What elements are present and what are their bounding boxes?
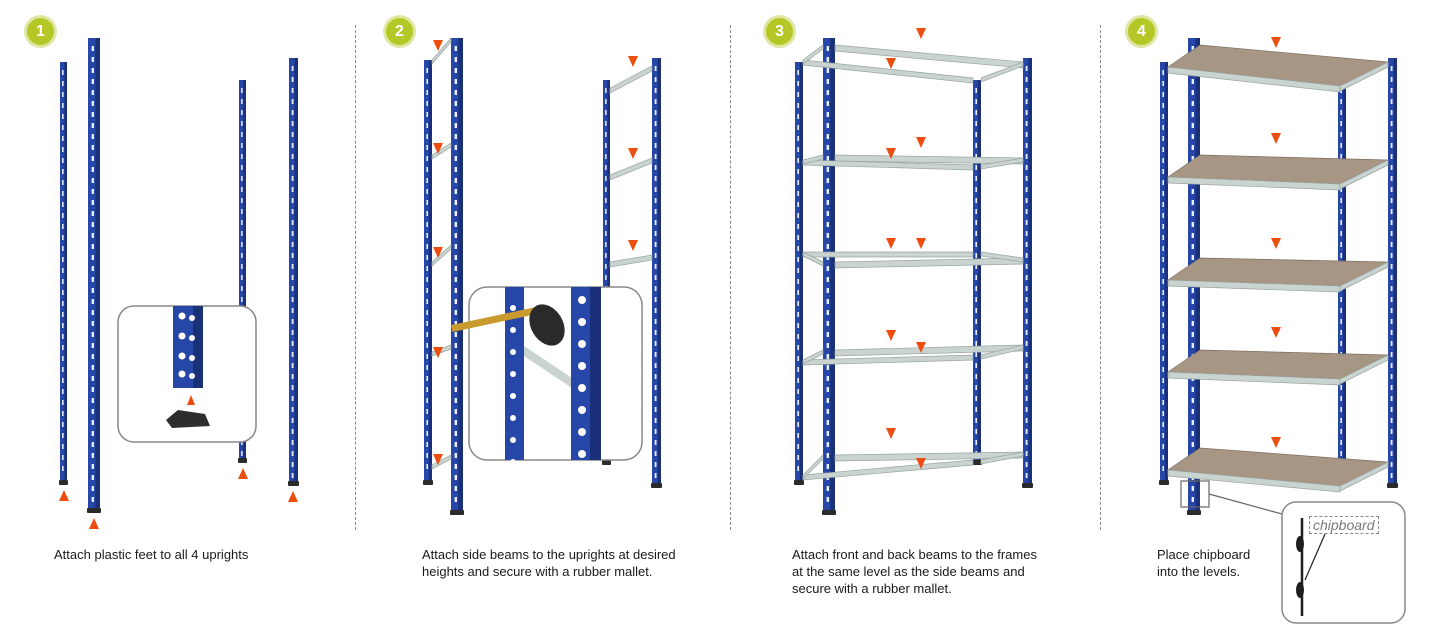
- step2-right-side-beam: [609, 65, 653, 94]
- step3-upright-front-left: [822, 38, 836, 515]
- plastic-foot: [166, 410, 210, 428]
- step3-arrow: [916, 28, 926, 39]
- step3-arrow: [916, 238, 926, 249]
- clip-bottom: [1296, 582, 1304, 598]
- step-2-caption: Attach side beams to the uprights at des…: [422, 547, 676, 579]
- step3-arrow: [886, 238, 896, 249]
- chipboard-label: chipboard: [1309, 516, 1379, 534]
- step3-level: [802, 44, 1024, 84]
- step-1-badge: 1: [27, 18, 54, 45]
- step4-upright-front-right: [1387, 58, 1398, 488]
- step3-level: [802, 154, 1024, 171]
- step3-arrow: [886, 58, 896, 69]
- step2-upright-back-left: [423, 60, 433, 485]
- step2-right-side-beam: [609, 157, 653, 181]
- mallet-handle: [450, 306, 541, 332]
- step2-left-arrow: [433, 347, 443, 358]
- step-divider-1: [355, 25, 356, 530]
- step-divider-2: [730, 25, 731, 530]
- step4-level: [1167, 44, 1390, 93]
- step2-left-side-beam: [431, 244, 452, 267]
- clip-top: [1296, 536, 1304, 552]
- step3-level: [802, 451, 1024, 481]
- step3-level: [802, 344, 1024, 366]
- step2-right-arrow: [628, 240, 638, 251]
- step4-arrow: [1271, 437, 1281, 448]
- step2-left-side-beam: [431, 454, 452, 470]
- step2-right-side-beam: [609, 254, 653, 268]
- zoom-arrow: [187, 395, 195, 405]
- step2-right-arrow: [628, 148, 638, 159]
- step2-left-arrow: [433, 40, 443, 51]
- mallet-head: [529, 304, 565, 346]
- step1-upright-front-left: [87, 38, 101, 513]
- step4-arrow: [1271, 37, 1281, 48]
- step3-level: [802, 251, 1024, 269]
- step3-upright-back-left: [794, 62, 804, 485]
- step3-upright-front-right: [1022, 58, 1033, 488]
- step3-arrow: [916, 458, 926, 469]
- step1-arrow-3: [238, 468, 248, 479]
- step3-arrow: [886, 428, 896, 439]
- step1-upright-front-right: [288, 58, 299, 486]
- step-2-badge: 2: [386, 18, 413, 45]
- step4-level: [1166, 154, 1389, 191]
- step3-arrow: [886, 148, 896, 159]
- step2-upright-front-right: [651, 58, 662, 488]
- step-3-badge: 3: [766, 18, 793, 45]
- step1-arrow-1: [59, 490, 69, 501]
- detail-leader: [1208, 493, 1283, 515]
- step4-level: [1167, 447, 1390, 493]
- step2-upright-front-left: [450, 38, 464, 515]
- chipboard-pointer: [1304, 533, 1326, 581]
- step2-left-side-beam: [431, 142, 452, 160]
- step4-upright-back-left: [1159, 62, 1169, 485]
- step3-arrow: [916, 342, 926, 353]
- step1-zoom-inset: [117, 305, 257, 443]
- step1-arrow-4: [288, 491, 298, 502]
- step-divider-3: [1100, 25, 1101, 530]
- step4-level: [1166, 257, 1389, 293]
- step2-left-arrow: [433, 454, 443, 465]
- step2-left-arrow: [433, 143, 443, 154]
- step-3-caption: Attach front and back beams to the frame…: [792, 547, 1037, 596]
- step2-left-arrow: [433, 247, 443, 258]
- step1-arrow-2: [89, 518, 99, 529]
- step2-left-side-beam: [431, 37, 452, 65]
- step1-upright-back-left: [59, 62, 68, 485]
- step3-arrow: [916, 137, 926, 148]
- step4-arrow: [1271, 327, 1281, 338]
- step3-arrow: [886, 330, 896, 341]
- step-1-caption: Attach plastic feet to all 4 uprights: [54, 547, 249, 562]
- step-4-caption: Place chipboard into the levels.: [1157, 547, 1251, 579]
- step4-arrow: [1271, 238, 1281, 249]
- step2-zoom-inset: [450, 286, 643, 465]
- step-4-badge: 4: [1128, 18, 1155, 45]
- step2-right-arrow: [628, 56, 638, 67]
- step4-arrow: [1271, 133, 1281, 144]
- step4-level: [1166, 349, 1389, 386]
- step3-upright-back-right: [972, 80, 982, 465]
